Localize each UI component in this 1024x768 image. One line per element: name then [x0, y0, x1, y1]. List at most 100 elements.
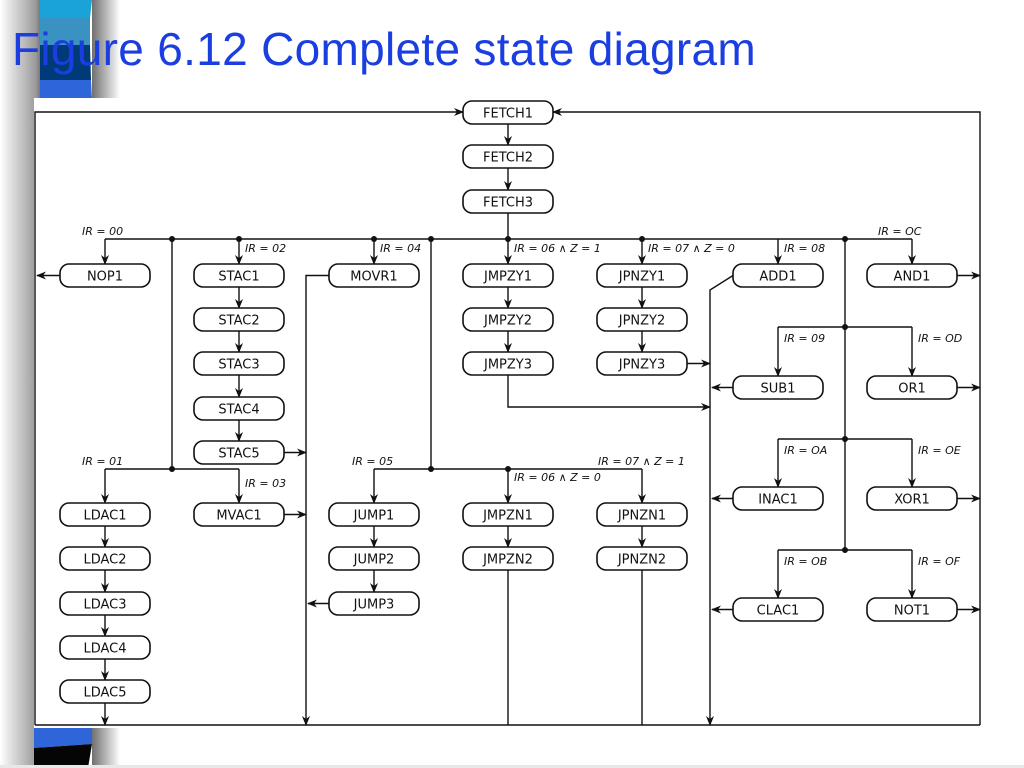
state-label: JMPZN1 — [482, 509, 533, 524]
state-label: MOVR1 — [350, 270, 397, 285]
condition-label: IR = 07 ∧ Z = 1 — [598, 455, 685, 468]
state-label: JMPZY3 — [483, 358, 532, 373]
state-box — [328, 591, 420, 616]
state-label: JMPZN2 — [482, 553, 533, 568]
state-box — [732, 263, 824, 288]
state-label: ADD1 — [759, 270, 796, 285]
state-label: MVAC1 — [216, 509, 261, 524]
state-box — [596, 351, 688, 376]
state-clac1: CLAC1 — [732, 597, 824, 622]
state-ldac1: LDAC1 — [59, 502, 151, 527]
condition-label: IR = 02 — [245, 242, 286, 255]
state-stac4: STAC4 — [193, 396, 285, 421]
state-jpnzy1: JPNZY1 — [596, 263, 688, 288]
junction-dot — [639, 236, 645, 242]
state-label: JPNZN1 — [617, 509, 666, 524]
junction-dot — [371, 236, 377, 242]
state-fetch2: FETCH2 — [462, 144, 554, 169]
state-label: LDAC5 — [83, 686, 126, 701]
state-label: JPNZY2 — [618, 314, 666, 329]
state-label: NOT1 — [894, 604, 930, 619]
state-ldac4: LDAC4 — [59, 635, 151, 660]
state-label: STAC4 — [218, 403, 259, 418]
decorative-left-stripe — [0, 0, 120, 768]
state-jpnzn2: JPNZN2 — [596, 546, 688, 571]
state-label: JUMP3 — [353, 598, 395, 613]
state-box — [328, 502, 420, 527]
state-label: STAC3 — [218, 358, 259, 373]
condition-label: IR = 01 — [82, 455, 123, 468]
state-jpnzn1: JPNZN1 — [596, 502, 688, 527]
condition-label: IR = OE — [918, 444, 961, 457]
state-stac1: STAC1 — [193, 263, 285, 288]
junction-dot — [842, 547, 848, 553]
state-box — [596, 502, 688, 527]
state-label: JUMP2 — [353, 553, 395, 568]
condition-label: IR = 07 ∧ Z = 0 — [648, 242, 735, 255]
state-label: OR1 — [898, 382, 926, 397]
state-nop1: NOP1 — [59, 263, 151, 288]
condition-label: IR = OB — [784, 555, 827, 568]
state-box — [462, 546, 554, 571]
state-box — [732, 375, 824, 400]
state-box — [59, 502, 151, 527]
state-box — [462, 100, 554, 125]
junction-dot — [428, 466, 434, 472]
condition-label: IR = 00 — [82, 225, 123, 238]
junction-dot — [236, 236, 242, 242]
state-label: JUMP1 — [353, 509, 395, 524]
state-box — [328, 546, 420, 571]
transition-line — [302, 274, 329, 726]
condition-label: IR = 06 ∧ Z = 1 — [514, 242, 601, 255]
state-not1: NOT1 — [866, 597, 958, 622]
state-fetch1: FETCH1 — [462, 100, 554, 125]
state-label: JMPZY2 — [483, 314, 532, 329]
state-ldac5: LDAC5 — [59, 679, 151, 704]
state-jpnzy3: JPNZY3 — [596, 351, 688, 376]
state-box — [193, 502, 285, 527]
state-label: JPNZY3 — [618, 358, 666, 373]
state-box — [732, 597, 824, 622]
state-sub1: SUB1 — [732, 375, 824, 400]
state-box — [59, 591, 151, 616]
state-label: STAC5 — [218, 447, 259, 462]
state-box — [596, 307, 688, 332]
condition-label: IR = 05 — [352, 455, 393, 468]
state-stac3: STAC3 — [193, 351, 285, 376]
state-label: FETCH2 — [483, 151, 533, 166]
state-box — [193, 351, 285, 376]
state-label: FETCH1 — [483, 107, 533, 122]
state-jump2: JUMP2 — [328, 546, 420, 571]
state-jmpzn1: JMPZN1 — [462, 502, 554, 527]
condition-label: IR = 03 — [245, 477, 286, 490]
state-label: INAC1 — [758, 493, 798, 508]
state-box — [732, 486, 824, 511]
state-label: LDAC4 — [83, 642, 126, 657]
state-label: LDAC3 — [83, 598, 126, 613]
transition-line — [507, 375, 711, 411]
state-box — [59, 679, 151, 704]
state-jump1: JUMP1 — [328, 502, 420, 527]
state-label: XOR1 — [894, 493, 930, 508]
state-inac1: INAC1 — [732, 486, 824, 511]
condition-label: IR = OF — [918, 555, 961, 568]
condition-label: IR = OC — [878, 225, 922, 238]
state-label: LDAC2 — [83, 553, 126, 568]
condition-label: IR = 04 — [380, 242, 421, 255]
state-label: CLAC1 — [757, 604, 800, 619]
junction-dot — [842, 436, 848, 442]
state-box — [59, 263, 151, 288]
state-box — [193, 396, 285, 421]
state-box — [866, 597, 958, 622]
condition-label: IR = 08 — [784, 242, 825, 255]
state-box — [193, 263, 285, 288]
condition-label: IR = OA — [784, 444, 827, 457]
state-stac5: STAC5 — [193, 440, 285, 465]
state-box — [462, 144, 554, 169]
slide-title: Figure 6.12 Complete state diagram — [12, 23, 757, 75]
state-jmpzy1: JMPZY1 — [462, 263, 554, 288]
state-box — [59, 635, 151, 660]
transition-line — [706, 274, 734, 726]
state-box — [462, 502, 554, 527]
